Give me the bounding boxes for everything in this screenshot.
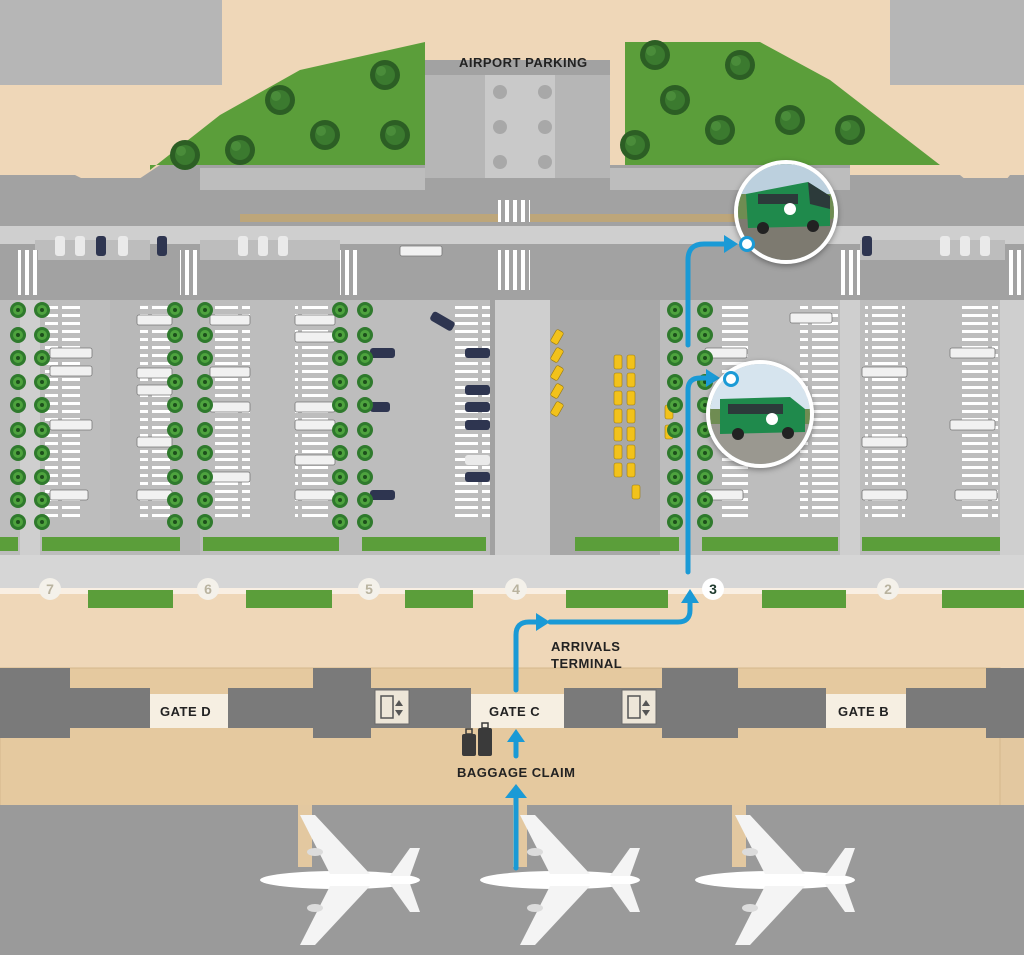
route-arrow-icon (513, 241, 729, 871)
stop-6[interactable]: 6 (197, 578, 219, 600)
gate-d-label: GATE D (160, 704, 212, 719)
gate-c-label: GATE C (489, 704, 541, 719)
luggage-icon (462, 722, 492, 756)
elevator-icon (374, 689, 410, 725)
stop-5[interactable]: 5 (358, 578, 380, 600)
crosswalks (18, 200, 1024, 295)
parked-cars (96, 236, 872, 500)
parking-lot-top-right (890, 0, 1024, 85)
bus-stop-marker (739, 236, 755, 252)
parked-buses (49, 245, 998, 501)
arrivals-label: ARRIVALS TERMINAL (551, 638, 622, 672)
route-arrowheads (505, 235, 738, 798)
arrivals-label-line1: ARRIVALS (551, 639, 621, 654)
stop-4[interactable]: 4 (505, 578, 527, 600)
baggage-claim-label: BAGGAGE CLAIM (457, 765, 576, 780)
stop-3[interactable]: 3 (702, 578, 724, 600)
elevator-icon (621, 689, 657, 725)
hedges (0, 537, 1000, 551)
plaza-pillars (493, 85, 552, 169)
bay-stripes (45, 305, 998, 520)
parking-lot-top-left (0, 0, 222, 85)
bus-stop-marker (723, 371, 739, 387)
gate-openings (150, 694, 906, 728)
upper-left-bays (200, 168, 425, 190)
shuttle-bus-photo (706, 360, 814, 468)
forecourt-planters (88, 590, 1024, 608)
gate-b-label: GATE B (838, 704, 890, 719)
arrivals-label-line2: TERMINAL (551, 656, 623, 671)
parking-label: AIRPORT PARKING (459, 55, 588, 70)
light-cars (55, 236, 990, 465)
stop-7[interactable]: 7 (39, 578, 61, 600)
stop-2[interactable]: 2 (877, 578, 899, 600)
